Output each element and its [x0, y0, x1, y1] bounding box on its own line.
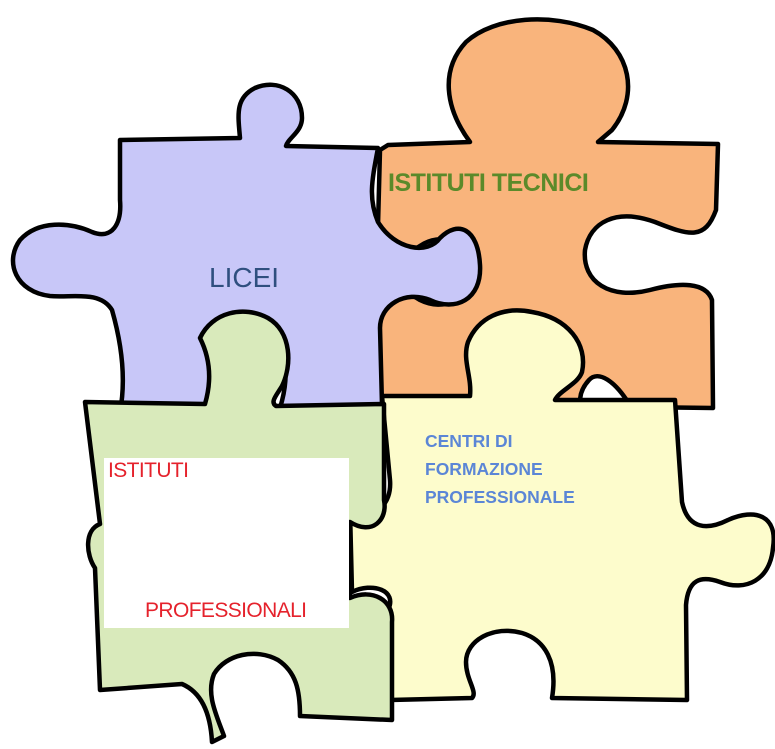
label-professionali: PROFESSIONALI — [145, 599, 307, 622]
label-istituti: ISTITUTI — [108, 459, 189, 482]
label-licei: LICEI — [209, 262, 280, 293]
label-centri-line-1: CENTRI DI — [425, 431, 513, 451]
label-centri-formazione: CENTRI DI FORMAZIONE PROFESSIONALE — [425, 427, 575, 511]
label-istituti-tecnici: ISTITUTI TECNICI — [388, 169, 589, 197]
piece-centri-formazione — [347, 308, 775, 703]
label-centri-line-2: FORMAZIONE — [425, 459, 543, 479]
label-centri-line-3: PROFESSIONALE — [425, 487, 575, 507]
label-background-box — [104, 458, 349, 628]
